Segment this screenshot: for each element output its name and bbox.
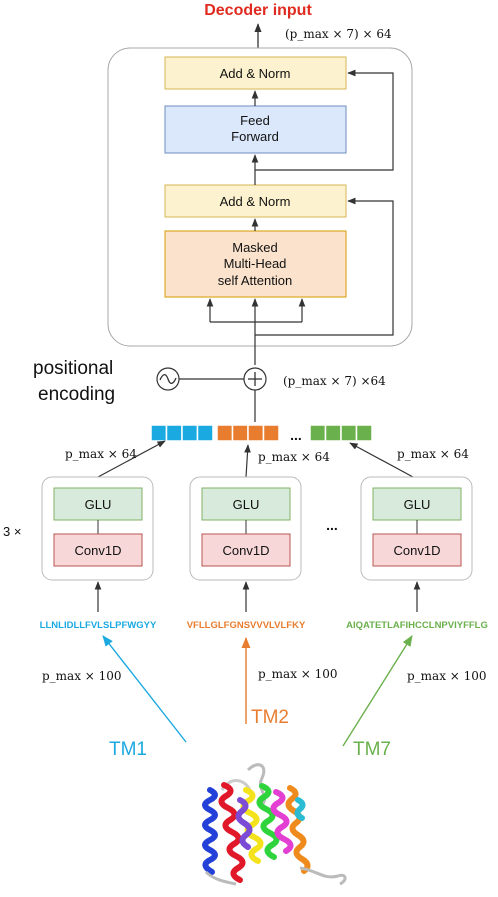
embedding-bar [150, 424, 373, 442]
positional-label-2: encoding [38, 384, 115, 405]
positional-label-1: positional [33, 358, 113, 379]
attention-label-3: self Attention [218, 273, 292, 288]
embedding-cell [216, 424, 234, 442]
enc2-dim-label: p_max × 64 [258, 450, 330, 464]
attention-label-2: Multi-Head [224, 256, 287, 271]
glu-label-tm1: GLU [85, 497, 112, 512]
feed-forward-label-1: Feed [240, 113, 270, 128]
add-norm-top-box [164, 56, 347, 90]
tm1-arrow [102, 635, 187, 743]
residual-attn-arrow [255, 197, 394, 336]
conv-box-tm2 [201, 533, 291, 567]
embedding-cell [355, 424, 373, 442]
embedding-cell [309, 424, 327, 442]
seq1-dim-label: p_max × 100 [42, 669, 122, 683]
feed-forward-box [164, 105, 347, 154]
seq2-dim-label: p_max × 100 [258, 667, 338, 681]
glu-label-tm2: GLU [233, 497, 260, 512]
embedding-cell [324, 424, 342, 442]
masked-attention-box [164, 230, 347, 298]
decoder-out-dim-label: (p_max × 7) × 64 [285, 27, 392, 41]
enc3-dim-label: p_max × 64 [397, 447, 469, 461]
sequence-tm2: VFLLGLFGNSVVVLVLFKY [187, 620, 306, 631]
seq3-dim-label: p_max × 100 [407, 669, 487, 683]
tm2-label: TM2 [251, 707, 289, 728]
encoder-ellipsis: ... [326, 517, 338, 533]
pos-dim-label: (p_max × 7) ×64 [283, 374, 386, 388]
conv-label-tm2: Conv1D [223, 543, 270, 558]
sequence-tm7: AIQATETLAFIHCCLNPVIYFFLG [346, 620, 488, 631]
repeat-label: 3 × [3, 524, 21, 539]
conv-box-tm1 [53, 533, 143, 567]
glu-label-tm7: GLU [404, 497, 431, 512]
enc3-to-bar-arrow [349, 442, 414, 478]
helical-transmembrane-protein-icon [202, 763, 347, 886]
enc1-to-bar-arrow [97, 440, 166, 478]
add-norm-bottom-label: Add & Norm [220, 194, 291, 209]
embedding-cell [181, 424, 199, 442]
residual-ff-arrow [255, 69, 394, 171]
embedding-cell [150, 424, 168, 442]
glu-box-tm1 [53, 487, 143, 521]
tm1-label: TM1 [109, 739, 147, 760]
enc2-to-bar-arrow [244, 444, 251, 478]
conv-label-tm7: Conv1D [394, 543, 441, 558]
embedding-ellipsis: ... [290, 427, 302, 443]
embedding-cell [196, 424, 214, 442]
conv-label-tm1: Conv1D [75, 543, 122, 558]
embedding-cell [165, 424, 183, 442]
decoder-input-title: Decoder input [204, 2, 312, 19]
tm7-label: TM7 [353, 739, 391, 760]
embedding-cell [231, 424, 249, 442]
sequence-tm1: LLNLIDLLFVLSLPFWGYY [40, 620, 157, 631]
add-norm-top-label: Add & Norm [220, 66, 291, 81]
embedding-cell [340, 424, 358, 442]
embedding-cell [247, 424, 265, 442]
conv-box-tm7 [372, 533, 462, 567]
sine-wave-icon [159, 373, 177, 385]
tm7-arrow [342, 635, 413, 747]
attention-label-1: Masked [232, 240, 278, 255]
feed-forward-label-2: Forward [231, 129, 279, 144]
embedding-cell [262, 424, 280, 442]
enc1-dim-label: p_max × 64 [65, 447, 137, 461]
